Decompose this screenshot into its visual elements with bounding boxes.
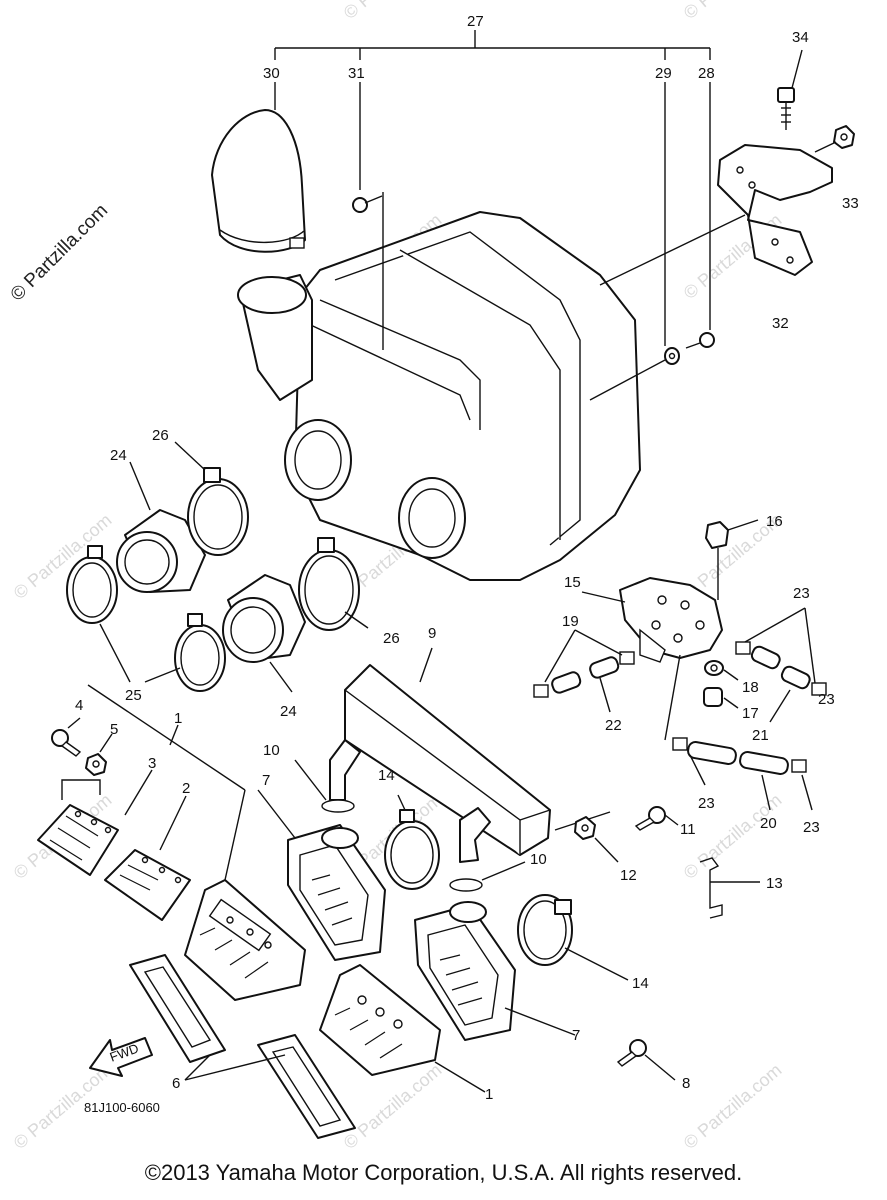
label-3: 3 [148,755,156,772]
label-2: 2 [182,780,190,797]
label-15: 15 [564,574,581,591]
label-29: 29 [655,65,672,82]
reed-valve-1-upper [184,879,306,1001]
clamp-25-left [66,545,118,624]
label-10-upper: 10 [263,742,280,759]
hoses-and-clips [533,607,827,811]
label-14-upper: 14 [378,767,395,784]
bolt-34 [777,49,803,130]
clamp-26-upper [187,467,249,556]
label-23-low: 23 [803,819,820,836]
label-1-upper: 1 [174,710,182,727]
svg-text:© Partzilla.com: © Partzilla.com [340,0,446,23]
reed-2 [104,795,191,921]
bolt-28-washer-29 [589,82,715,401]
oil-tank-9 [329,647,611,863]
bolt-31 [352,82,383,213]
svg-text:© Partzilla.com: © Partzilla.com [680,790,786,883]
clamp-26-lower [298,537,360,631]
label-28: 28 [698,65,715,82]
clip-10-lower [449,861,526,892]
label-4: 4 [75,697,83,714]
label-31: 31 [348,65,365,82]
label-24-lower: 24 [280,703,297,720]
collar-17-18 [703,660,739,709]
manifold-7-lower [414,901,576,1041]
cap-16 [705,519,759,600]
diagram-code: 81J100-6060 [84,1100,160,1115]
label-6: 6 [172,1075,180,1092]
label-11: 11 [680,821,696,838]
clamp-14-upper [384,794,440,890]
clip-10-upper [294,759,355,813]
fwd-arrow-icon: FWD [89,1037,153,1077]
svg-text:© Partzilla.com: © Partzilla.com [680,1060,786,1153]
label-24-upper: 24 [110,447,127,464]
reed-valve-1-lower [319,964,486,1093]
gasket-6-leaders [184,1054,286,1081]
group-27-bracket [274,30,711,60]
label-16: 16 [766,513,783,530]
svg-text:© Partzilla.com: © Partzilla.com [340,1060,446,1153]
label-30: 30 [263,65,280,82]
label-26-lower: 26 [383,630,400,647]
gasket-6-right [257,1034,356,1139]
label-20: 20 [760,815,777,832]
label-23-mid: 23 [698,795,715,812]
label-32: 32 [772,315,789,332]
nut-33 [814,125,855,153]
oil-pump-15 [581,577,723,663]
label-34: 34 [792,29,809,46]
label-9: 9 [428,625,436,642]
bolt-11 [634,806,679,831]
label-1-lower: 1 [485,1086,493,1103]
label-27: 27 [467,13,484,30]
label-26-upper: 26 [152,427,169,444]
bolt-8 [616,1039,676,1081]
label-10-lower: 10 [530,851,547,868]
leaders-24-26 [99,441,369,693]
reed-3 [37,769,153,876]
label-33: 33 [842,195,859,212]
nut-5 [85,733,113,776]
air-box [237,192,641,581]
gasket-6-left [129,954,226,1063]
clip-13 [699,857,760,919]
label-23-right: 23 [818,691,835,708]
joint-24-upper [116,509,206,593]
label-25: 25 [125,687,142,704]
intake-boot-30 [211,82,306,253]
bracket-32 [599,144,833,286]
label-7-upper: 7 [262,772,270,789]
callout-labels: 27 30 31 29 28 34 33 32 26 24 26 24 25 9… [75,13,859,1103]
label-8: 8 [682,1075,690,1092]
manifold-7-upper [257,789,386,961]
screw-4 [51,717,82,757]
svg-text:© Partzilla.com: © Partzilla.com [680,0,786,23]
label-21: 21 [752,727,769,744]
label-14-lower: 14 [632,975,649,992]
clamp-25-right [174,613,226,692]
label-19: 19 [562,613,579,630]
label-13: 13 [766,875,783,892]
label-22: 22 [605,717,622,734]
nut-12 [574,816,619,863]
label-17: 17 [742,705,759,722]
bracket-line-1-3 [87,684,246,881]
label-7-lower: 7 [572,1027,580,1044]
label-18: 18 [742,679,759,696]
label-5: 5 [110,721,118,738]
clamp-14-lower [517,894,629,981]
copyright-notice: ©2013 Yamaha Motor Corporation, U.S.A. A… [144,1160,743,1185]
label-12: 12 [620,867,637,884]
joint-24-lower [222,574,306,663]
label-23-top: 23 [793,585,810,602]
side-watermark: © Partzilla.com [7,200,112,305]
